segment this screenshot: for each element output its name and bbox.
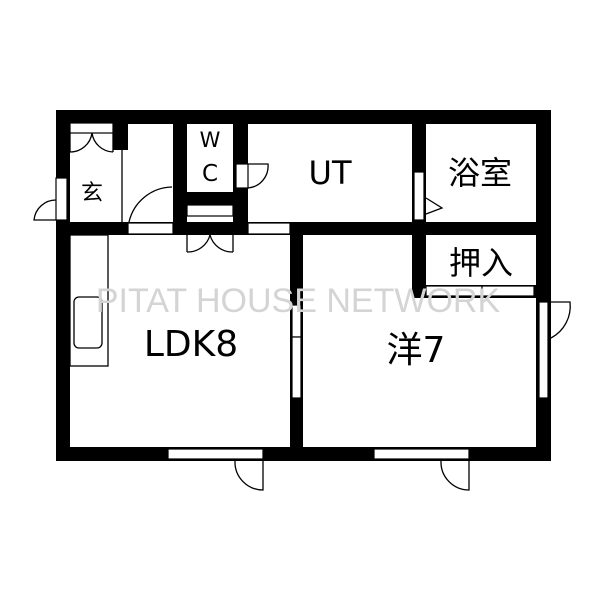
- room-label-closet: 押入: [449, 244, 513, 282]
- room-label-wc-w: W: [200, 128, 221, 152]
- room-label-bathroom: 浴室: [448, 154, 512, 192]
- room-label-entrance: 玄: [81, 181, 103, 206]
- windows-and-openings: [55, 122, 549, 460]
- room-label-utility: UT: [309, 154, 352, 192]
- room-label-western-room: 洋7: [387, 330, 446, 371]
- sink-icon: [73, 296, 103, 349]
- door-swings: [33, 132, 571, 491]
- watermark: PITAT HOUSE NETWORK: [96, 282, 501, 320]
- room-label-ldk: LDK8: [144, 324, 238, 365]
- room-label-wc-c: C: [202, 161, 218, 187]
- kitchen-counter: [69, 234, 109, 367]
